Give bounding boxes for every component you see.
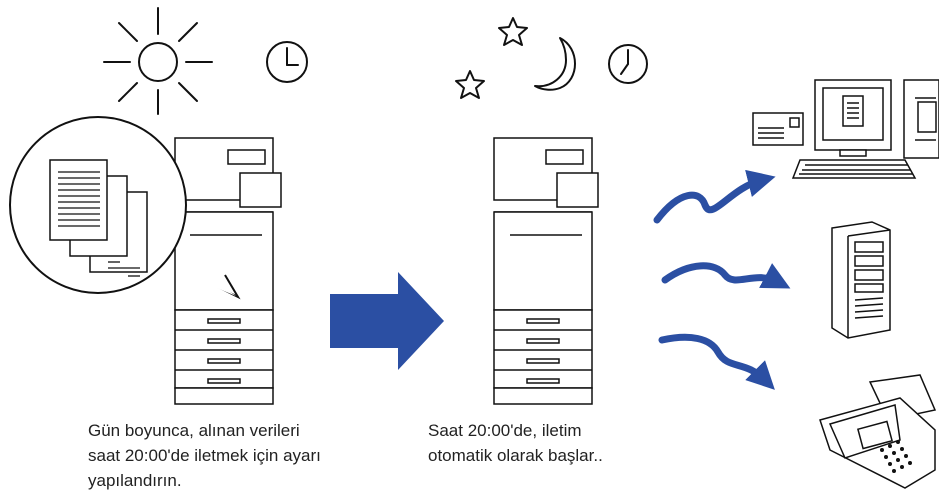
caption-night-transmission: Saat 20:00'de, iletim otomatik olarak ba… bbox=[428, 418, 603, 468]
clock-icon bbox=[266, 41, 308, 83]
caption-line: otomatik olarak başlar.. bbox=[428, 446, 603, 465]
caption-line: saat 20:00'de iletmek için ayarı bbox=[88, 446, 321, 465]
computer-with-email-icon bbox=[752, 79, 939, 179]
transmission-arrow-fax bbox=[658, 333, 775, 390]
caption-line: Saat 20:00'de, iletim bbox=[428, 421, 582, 440]
server-tower-icon bbox=[831, 221, 891, 339]
clock-icon bbox=[608, 44, 648, 84]
sun-icon bbox=[103, 7, 213, 115]
caption-line: yapılandırın. bbox=[88, 471, 182, 490]
crescent-moon-icon bbox=[534, 37, 576, 91]
document-stack-icon bbox=[49, 159, 148, 277]
multifunction-printer-day bbox=[174, 137, 282, 405]
transmission-arrow-server bbox=[661, 262, 791, 289]
fax-machine-icon bbox=[819, 374, 937, 489]
star-icon bbox=[498, 17, 528, 46]
multifunction-printer-night bbox=[493, 137, 599, 405]
star-icon bbox=[455, 70, 485, 99]
transmission-arrow-computer bbox=[653, 169, 776, 224]
caption-line: Gün boyunca, alınan verileri bbox=[88, 421, 300, 440]
transfer-arrow-icon bbox=[330, 272, 444, 370]
caption-day-setup: Gün boyunca, alınan verileri saat 20:00'… bbox=[88, 418, 321, 493]
